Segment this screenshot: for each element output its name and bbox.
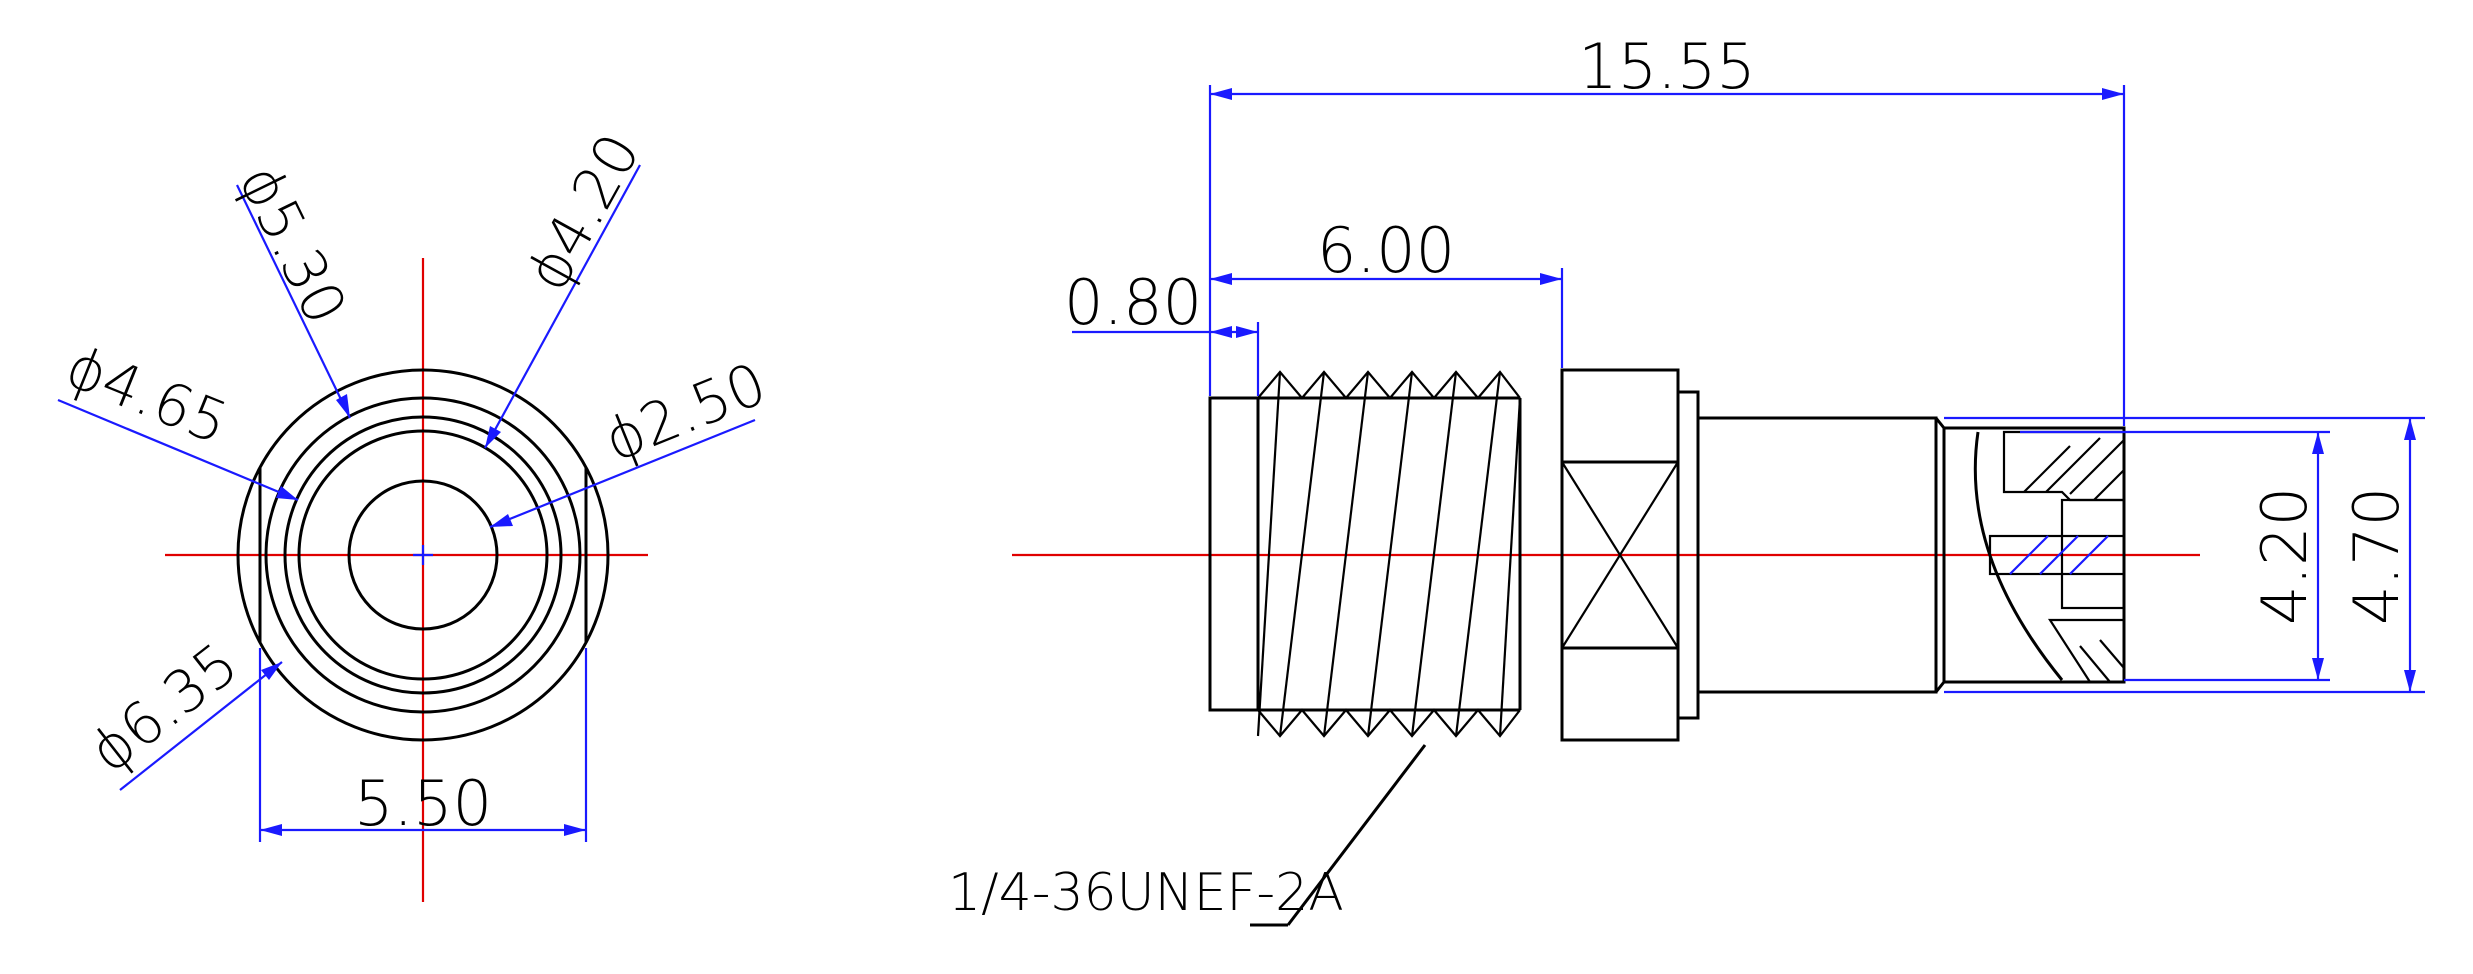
sleeve-chamfer-top — [1934, 417, 1946, 429]
arrow-d420 — [485, 426, 501, 448]
circle-4-20 — [297, 429, 549, 681]
width-arrow-right — [564, 824, 586, 836]
label-d465: ϕ4.65 — [57, 332, 238, 458]
arrow-d635 — [261, 662, 282, 680]
arrow-overall-left — [1210, 88, 1232, 100]
outer-circle-6-35 — [236, 368, 610, 742]
circle-2-50 — [347, 479, 499, 631]
front-view: 5.50 ϕ5.30 ϕ4.20 ϕ4.65 ϕ2.50 ϕ6.35 — [57, 122, 776, 902]
circle-5-30 — [264, 396, 582, 714]
label-overall-length: 15.55 — [1578, 30, 1756, 103]
arrow-chamfer-right — [1236, 326, 1258, 338]
arrow-overall-right — [2102, 88, 2124, 100]
arrow-chamfer-left — [1210, 326, 1232, 338]
arrow-d250 — [490, 514, 513, 527]
arrow-outer-bottom — [2404, 670, 2416, 692]
thread-helix-lines — [1256, 371, 1522, 737]
hex-nut-cross-b — [1561, 461, 1679, 649]
width-arrow-left — [260, 824, 282, 836]
label-d250: ϕ2.50 — [595, 349, 776, 475]
label-chamfer: 0.80 — [1064, 266, 1202, 339]
section-hatch — [1988, 430, 2126, 684]
thread-profile-top — [1257, 370, 1521, 400]
leader-d635 — [119, 661, 283, 791]
thread-profile-bottom — [1257, 708, 1521, 738]
leader-d420 — [484, 164, 641, 449]
leader-d530 — [236, 184, 351, 419]
label-d420: ϕ4.20 — [513, 122, 654, 301]
label-d530: ϕ5.30 — [225, 154, 360, 334]
crimp-sleeve — [1696, 416, 1938, 694]
arrow-inner-top — [2312, 432, 2324, 454]
width-label: 5.50 — [354, 767, 492, 840]
arrow-d465 — [276, 486, 298, 500]
thread-callout-leader — [1286, 744, 1427, 926]
arrow-inner-bottom — [2312, 658, 2324, 680]
circle-4-65 — [283, 415, 563, 695]
arrow-thread-right — [1540, 273, 1562, 285]
thread-start-collar — [1208, 396, 1260, 712]
sleeve-chamfer-bottom — [1934, 681, 1946, 693]
thread-spec-label: 1/4-36UNEF-2A — [948, 863, 1344, 923]
side-view: 15.55 6.00 0.80 4.20 4.70 1/4-36UNEF-2A — [948, 30, 2425, 927]
label-inner-dia: 4.20 — [2248, 487, 2321, 625]
arrow-outer-top — [2404, 418, 2416, 440]
arrow-d530 — [336, 394, 350, 418]
arrow-thread-left — [1210, 273, 1232, 285]
label-outer-dia: 4.70 — [2340, 487, 2413, 625]
leader-d250 — [489, 418, 756, 529]
label-thread-length: 6.00 — [1317, 214, 1455, 287]
leader-d465 — [57, 398, 299, 502]
